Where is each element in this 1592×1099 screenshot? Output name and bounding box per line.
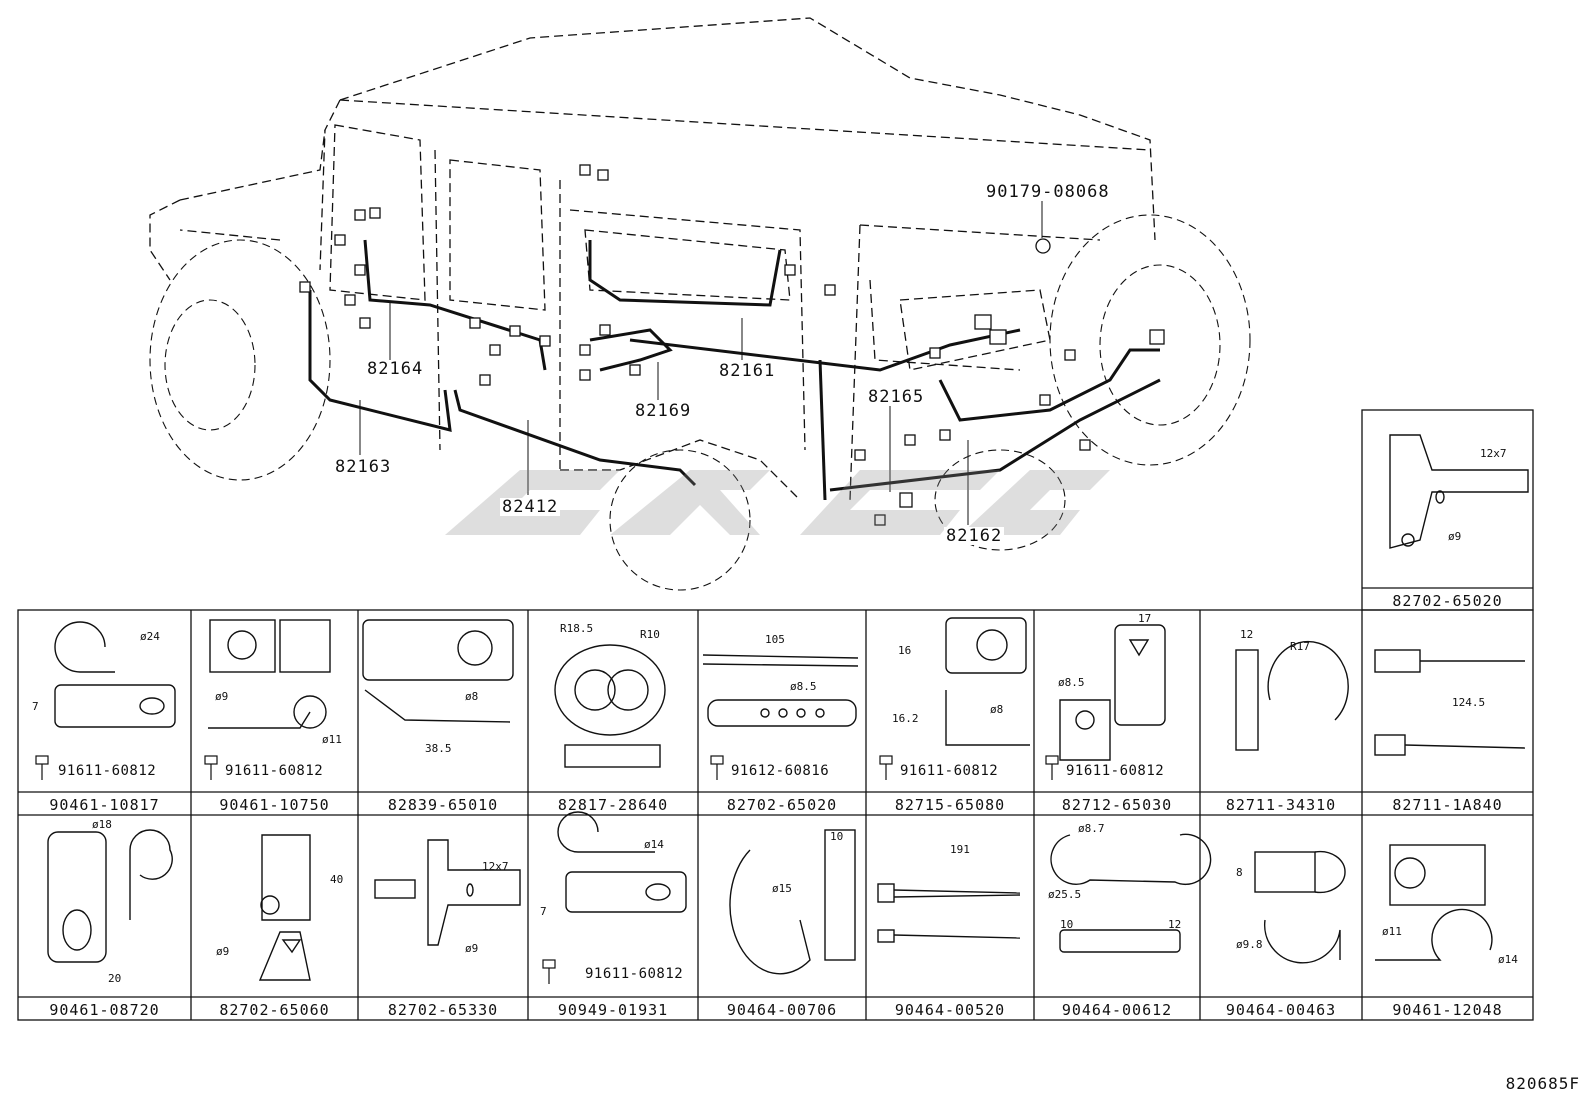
figure-code: 820685F	[1505, 1074, 1580, 1093]
part-number-90461-10750[interactable]: 90461-10750	[219, 796, 330, 814]
part-number-82711-34310[interactable]: 82711-34310	[1225, 796, 1337, 814]
watermark-logo	[445, 470, 1110, 535]
callout-82161[interactable]: 82161	[717, 361, 778, 381]
wire-harnesses	[308, 239, 1161, 501]
dim-label: ø8.5	[1058, 676, 1085, 689]
dim-label: 105	[765, 633, 785, 646]
dim-label: ø24	[140, 630, 160, 643]
bolt-icon	[710, 755, 724, 780]
dim-label: 16.2	[892, 712, 919, 725]
bolt-icon	[35, 755, 49, 780]
part-number-90464-00520[interactable]: 90464-00520	[894, 1001, 1006, 1019]
dim-label: ø8.7	[1078, 822, 1105, 835]
part-number-82711-1A840[interactable]: 82711-1A840	[1392, 796, 1503, 814]
dim-label: ø25.5	[1048, 888, 1082, 901]
part-number-82702-65020-top[interactable]: 82702-65020	[1392, 592, 1503, 610]
bolt-part-number[interactable]: 91611-60812	[900, 763, 999, 779]
bolt-icon	[542, 959, 556, 984]
dim-label: ø9	[216, 945, 230, 958]
part-number-90461-08720[interactable]: 90461-08720	[49, 1001, 160, 1019]
dim-label: ø14	[1498, 953, 1518, 966]
part-number-90464-00612[interactable]: 90464-00612	[1061, 1001, 1173, 1019]
connectors	[299, 164, 1165, 526]
part-sketches	[47, 434, 1529, 981]
part-number-90461-12048[interactable]: 90461-12048	[1392, 1001, 1503, 1019]
part-number-82715-65080[interactable]: 82715-65080	[894, 796, 1006, 814]
wheels	[149, 214, 1251, 591]
dim-label: 16	[898, 644, 912, 657]
part-number-90949-01931[interactable]: 90949-01931	[557, 1001, 669, 1019]
dim-label: ø8	[465, 690, 479, 703]
dim-label: R18.5	[560, 622, 594, 635]
callout-82169[interactable]: 82169	[633, 401, 694, 421]
dim-label: 40	[330, 873, 344, 886]
dim-label: 20	[108, 972, 122, 985]
dim-label: R17	[1290, 640, 1310, 653]
callout-82412[interactable]: 82412	[500, 497, 561, 517]
dim-label: 191	[950, 843, 970, 856]
dim-label: R10	[640, 628, 660, 641]
dim-label: 12	[1168, 918, 1182, 931]
bolt-icon	[1045, 755, 1059, 780]
callout-82165[interactable]: 82165	[866, 387, 927, 407]
dim-label: ø8	[990, 703, 1004, 716]
callout-82162[interactable]: 82162	[944, 526, 1005, 546]
part-number-90461-10817[interactable]: 90461-10817	[49, 796, 160, 814]
dim-label: ø9	[1448, 530, 1462, 543]
leader-lines	[359, 200, 1043, 525]
dim-label: 10	[1060, 918, 1074, 931]
dim-label: 124.5	[1452, 696, 1486, 709]
dim-label: 10	[830, 830, 844, 843]
dim-label: ø9.8	[1236, 938, 1263, 951]
parts-grid	[17, 409, 1534, 1021]
bolt-icons	[35, 755, 1059, 984]
dim-label: ø8.5	[790, 680, 817, 693]
bolt-icon	[204, 755, 218, 780]
dim-label: 7	[540, 905, 547, 918]
part-number-82817-28640[interactable]: 82817-28640	[557, 796, 669, 814]
bolt-part-number[interactable]: 91611-60812	[585, 966, 684, 982]
dim-label: 38.5	[425, 742, 452, 755]
dim-label: 8	[1236, 866, 1243, 879]
callout-82163[interactable]: 82163	[333, 457, 394, 477]
callout-82164[interactable]: 82164	[365, 359, 426, 379]
bolt-part-number[interactable]: 91612-60816	[731, 763, 830, 779]
bolt-part-number[interactable]: 91611-60812	[1066, 763, 1165, 779]
part-number-82839-65010[interactable]: 82839-65010	[387, 796, 499, 814]
dim-label: ø15	[772, 882, 792, 895]
part-number-82702-65020[interactable]: 82702-65020	[726, 796, 838, 814]
dim-label: ø9	[465, 942, 479, 955]
dim-label: ø14	[644, 838, 664, 851]
part-number-90464-00706[interactable]: 90464-00706	[726, 1001, 838, 1019]
callout-90179-08068[interactable]: 90179-08068	[984, 182, 1112, 202]
dim-label: 7	[32, 700, 39, 713]
dim-label: ø11	[1382, 925, 1402, 938]
part-number-90464-00463[interactable]: 90464-00463	[1225, 1001, 1337, 1019]
part-number-82712-65030[interactable]: 82712-65030	[1061, 796, 1173, 814]
dim-label: 12	[1240, 628, 1254, 641]
vehicle-outline	[149, 17, 1156, 501]
bolt-icon	[879, 755, 893, 780]
dim-label: ø18	[92, 818, 112, 831]
dim-label: 17	[1138, 612, 1152, 625]
dim-label: ø11	[322, 733, 342, 746]
dim-label: ø9	[215, 690, 229, 703]
part-number-82702-65330[interactable]: 82702-65330	[387, 1001, 499, 1019]
bolt-part-number[interactable]: 91611-60812	[58, 763, 157, 779]
bolt-part-number[interactable]: 91611-60812	[225, 763, 324, 779]
dim-label: 12x7	[1480, 447, 1507, 460]
part-number-82702-65060[interactable]: 82702-65060	[219, 1001, 330, 1019]
dim-label: 12x7	[482, 860, 509, 873]
